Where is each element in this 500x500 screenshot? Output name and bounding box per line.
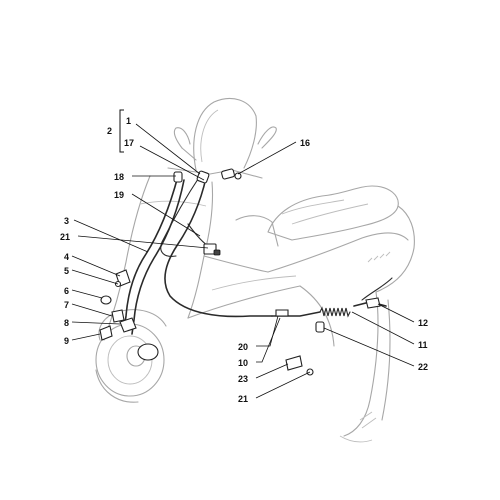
callout-21-upper: 21 <box>60 232 70 242</box>
callout-18: 18 <box>114 172 124 182</box>
callout-6: 6 <box>64 286 69 296</box>
callout-16: 16 <box>300 138 310 148</box>
brake-cables <box>123 175 393 335</box>
callout-labels: 1 2 17 16 18 19 3 21 4 5 6 7 8 9 12 11 2… <box>60 116 428 404</box>
callout-19: 19 <box>114 190 124 200</box>
spring-part <box>319 306 351 318</box>
callout-1: 1 <box>126 116 131 126</box>
callout-23: 23 <box>238 374 248 384</box>
scooter-outline-icon <box>95 98 415 443</box>
callout-3: 3 <box>64 216 69 226</box>
callout-2: 2 <box>107 126 112 136</box>
callout-4: 4 <box>64 252 69 262</box>
callout-5: 5 <box>64 266 69 276</box>
callout-8: 8 <box>64 318 69 328</box>
callout-11: 11 <box>418 340 428 350</box>
callout-12: 12 <box>418 318 428 328</box>
leader-lines <box>71 109 415 399</box>
callout-21-lower: 21 <box>238 394 248 404</box>
callout-10: 10 <box>238 358 248 368</box>
callout-22: 22 <box>418 362 428 372</box>
callout-20: 20 <box>238 342 248 352</box>
callout-9: 9 <box>64 336 69 346</box>
callout-17: 17 <box>124 138 134 148</box>
parts <box>99 168 381 376</box>
callout-7: 7 <box>64 300 69 310</box>
